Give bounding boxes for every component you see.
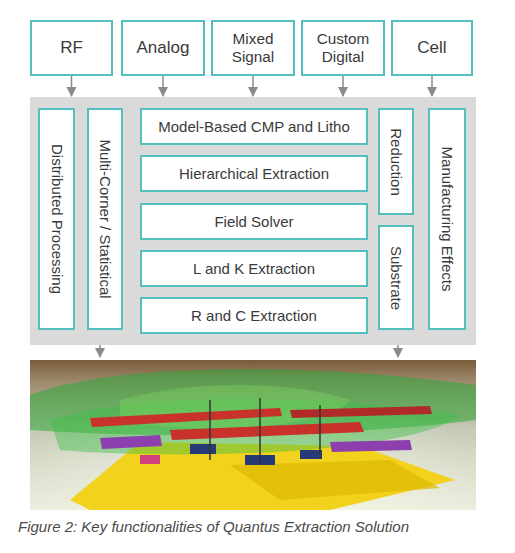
box-label: Model-Based CMP and Litho <box>158 118 350 135</box>
function-box: Hierarchical Extraction <box>140 155 368 192</box>
purple-block <box>330 440 412 452</box>
navy-block <box>300 450 322 459</box>
box-label: Hierarchical Extraction <box>179 165 329 182</box>
via <box>259 398 261 465</box>
function-box: R and C Extraction <box>140 297 368 334</box>
render-background <box>30 360 476 510</box>
red-bar <box>290 406 432 418</box>
flow-arrow <box>252 76 254 96</box>
function-bar: Manufacturing Effects <box>428 108 466 330</box>
flow-arrow <box>71 76 73 96</box>
function-bar: Substrate <box>378 225 414 330</box>
box-label: RF <box>56 38 87 58</box>
box-label: R and C Extraction <box>191 307 317 324</box>
down-arrow <box>99 345 101 357</box>
box-label: L and K Extraction <box>193 260 315 277</box>
box-label: Multi-Corner / Statistical <box>96 139 113 298</box>
box-label: Mixed Signal <box>213 30 293 65</box>
via <box>209 400 211 460</box>
yellow-plate <box>230 460 440 500</box>
source-box: Custom Digital <box>301 20 385 76</box>
box-label: Field Solver <box>214 213 293 230</box>
red-bar <box>170 422 364 440</box>
source-box: RF <box>30 20 113 76</box>
via <box>319 405 321 455</box>
red-bar <box>90 408 282 427</box>
function-box: Field Solver <box>140 203 368 240</box>
layout-render <box>30 360 476 510</box>
box-label: Distributed Processing <box>48 144 65 294</box>
box-label: Reduction <box>387 128 404 196</box>
purple-block <box>100 435 162 449</box>
magenta-block <box>140 455 160 464</box>
navy-block <box>190 444 216 454</box>
box-label: Analog <box>133 38 194 58</box>
render-glow <box>30 360 476 510</box>
function-box: L and K Extraction <box>140 250 368 287</box>
flow-arrow <box>431 76 433 96</box>
source-box: Cell <box>391 20 473 76</box>
down-arrow <box>397 345 399 357</box>
box-label: Cell <box>413 38 450 58</box>
flow-arrow <box>162 76 164 96</box>
function-panel: Distributed Processing Multi-Corner / Sta… <box>30 97 476 345</box>
box-label: Custom Digital <box>303 30 383 65</box>
flow-arrow <box>342 76 344 96</box>
figure-caption: Figure 2: Key functionalities of Quantus… <box>18 518 508 535</box>
function-box: Model-Based CMP and Litho <box>140 108 368 145</box>
function-bar: Multi-Corner / Statistical <box>87 108 123 330</box>
source-box: Analog <box>121 20 205 76</box>
source-box: Mixed Signal <box>211 20 295 76</box>
function-bar: Distributed Processing <box>38 108 75 330</box>
box-label: Substrate <box>387 245 404 309</box>
function-bar: Reduction <box>378 108 414 215</box>
box-label: Manufacturing Effects <box>438 147 455 292</box>
